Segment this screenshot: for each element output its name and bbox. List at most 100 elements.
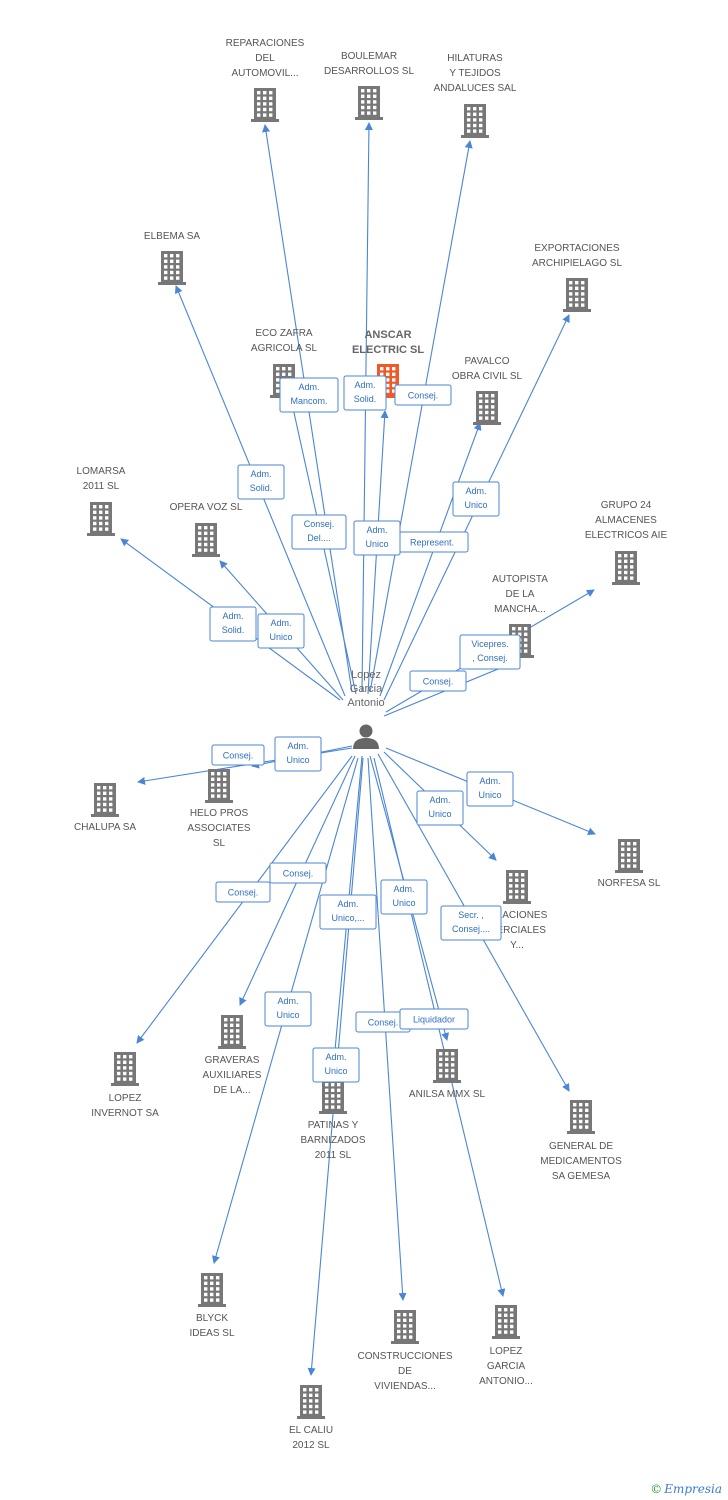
role-tag-ecozafra[interactable]: Adm.Mancom.	[279, 377, 339, 413]
edge-pavalco	[379, 422, 482, 697]
building-icon	[297, 1385, 325, 1419]
role-tag-exportaciones[interactable]: Adm.Unico	[452, 481, 500, 517]
role-tag-anscar[interactable]: Adm.Unico	[353, 520, 401, 556]
company-label-line: CONSTRUCCIONES	[357, 1351, 452, 1362]
role-tag-text: Consej....	[452, 924, 490, 934]
company-node-reparaciones[interactable]: REPARACIONES DEL AUTOMOVIL...	[226, 38, 305, 122]
role-tag-boulemar[interactable]: Adm.Solid.	[343, 375, 387, 411]
building-icon	[158, 251, 186, 285]
company-label-line: GARCIA	[487, 1361, 526, 1372]
role-tag-text: Consej.	[408, 391, 439, 401]
role-tag-text: Consej.	[368, 1018, 399, 1028]
role-tag-text: Adm.	[393, 884, 414, 894]
company-label-line: REPARACIONES	[226, 38, 305, 49]
company-label-line: EL CALIU	[289, 1425, 333, 1436]
role-tag-lopezinvernot[interactable]: Consej.	[215, 881, 271, 903]
person-icon	[353, 724, 379, 749]
role-tag-grupo24[interactable]: Vicepres., Consej.	[459, 634, 521, 670]
role-tag-text: Adm.	[429, 795, 450, 805]
company-label-line: ELBEMA SA	[144, 231, 200, 242]
company-label-line: GRUPO 24	[601, 500, 652, 511]
role-tag-text: Consej.	[283, 869, 314, 879]
company-node-norfesa[interactable]: NORFESA SL	[598, 839, 661, 889]
company-label-line: DEL	[255, 53, 275, 64]
role-tag-lomarsa[interactable]: Adm.Solid.	[209, 606, 257, 642]
building-icon	[492, 1305, 520, 1339]
role-tag-reparaciones[interactable]: Consej.Del....	[291, 514, 347, 550]
role-tag-generalmed[interactable]: Secr. ,Consej....	[440, 905, 502, 941]
building-icon	[205, 769, 233, 803]
role-tag-operavoz[interactable]: Adm.Unico	[257, 613, 305, 649]
role-tag-text: Unico	[464, 500, 487, 510]
company-node-operavoz[interactable]: OPERA VOZ SL	[170, 502, 243, 557]
copyright-icon: ©	[650, 1482, 663, 1496]
role-tag-lopezgarcia[interactable]: Liquidador	[399, 1008, 469, 1030]
role-tag-text: Adm.	[479, 776, 500, 786]
company-node-elbema[interactable]: ELBEMA SA	[144, 231, 200, 285]
company-label-line: AGRICOLA SL	[251, 343, 318, 354]
building-icon	[473, 391, 501, 425]
role-tag-text: Solid.	[222, 625, 245, 635]
role-tag-hilaturas[interactable]: Represent.	[395, 531, 469, 553]
building-icon	[612, 551, 640, 585]
company-label-line: Y TEJIDOS	[449, 68, 501, 79]
role-tag-operaciones[interactable]: Adm.Unico	[416, 790, 464, 826]
company-label-line: AUTOPISTA	[492, 574, 548, 585]
building-icon	[192, 523, 220, 557]
role-tag-text: Adm.	[250, 469, 271, 479]
role-tag-patinas[interactable]: Adm.Unico,...	[319, 894, 377, 930]
role-tag-text: Consej.	[423, 677, 454, 687]
role-tag-text: Adm.	[298, 382, 319, 392]
role-tag-graveras[interactable]: Consej.	[269, 862, 327, 884]
company-label-line: HILATURAS	[447, 53, 503, 64]
company-label-line: SA GEMESA	[552, 1171, 611, 1182]
role-tag-text: Adm.	[287, 741, 308, 751]
building-icon	[198, 1273, 226, 1307]
role-tag-blyck[interactable]: Adm.Unico	[264, 991, 312, 1027]
role-tag-autopista[interactable]: Consej.	[409, 670, 467, 692]
role-tag-elcaliu[interactable]: Adm.Unico	[312, 1047, 360, 1083]
company-label-line: AUTOMOVIL...	[231, 68, 298, 79]
role-tag-chalupa[interactable]: Consej.	[211, 744, 265, 766]
company-label-line: AUXILIARES	[203, 1070, 262, 1081]
company-label: ELBEMA SA	[144, 231, 200, 242]
role-tag-pavalco[interactable]: Consej.	[394, 384, 452, 406]
person-label-line: Antonio	[347, 697, 384, 709]
role-tag-elbema[interactable]: Adm.Solid.	[237, 464, 285, 500]
footer-brand[interactable]: ©Empresia	[650, 1482, 722, 1496]
role-tag-helopros[interactable]: Adm.Unico	[274, 736, 322, 772]
company-label-line: ...ERCIALES	[488, 925, 546, 936]
building-icon	[87, 502, 115, 536]
company-node-anilsa[interactable]: ANILSA MMX SL	[409, 1049, 486, 1100]
role-tag-anilsa[interactable]: Adm.Unico	[380, 879, 428, 915]
company-label-line: ELECTRIC SL	[352, 344, 424, 356]
company-node-chalupa[interactable]: CHALUPA SA	[74, 783, 136, 833]
role-tag-norfesa[interactable]: Adm.Unico	[466, 771, 514, 807]
